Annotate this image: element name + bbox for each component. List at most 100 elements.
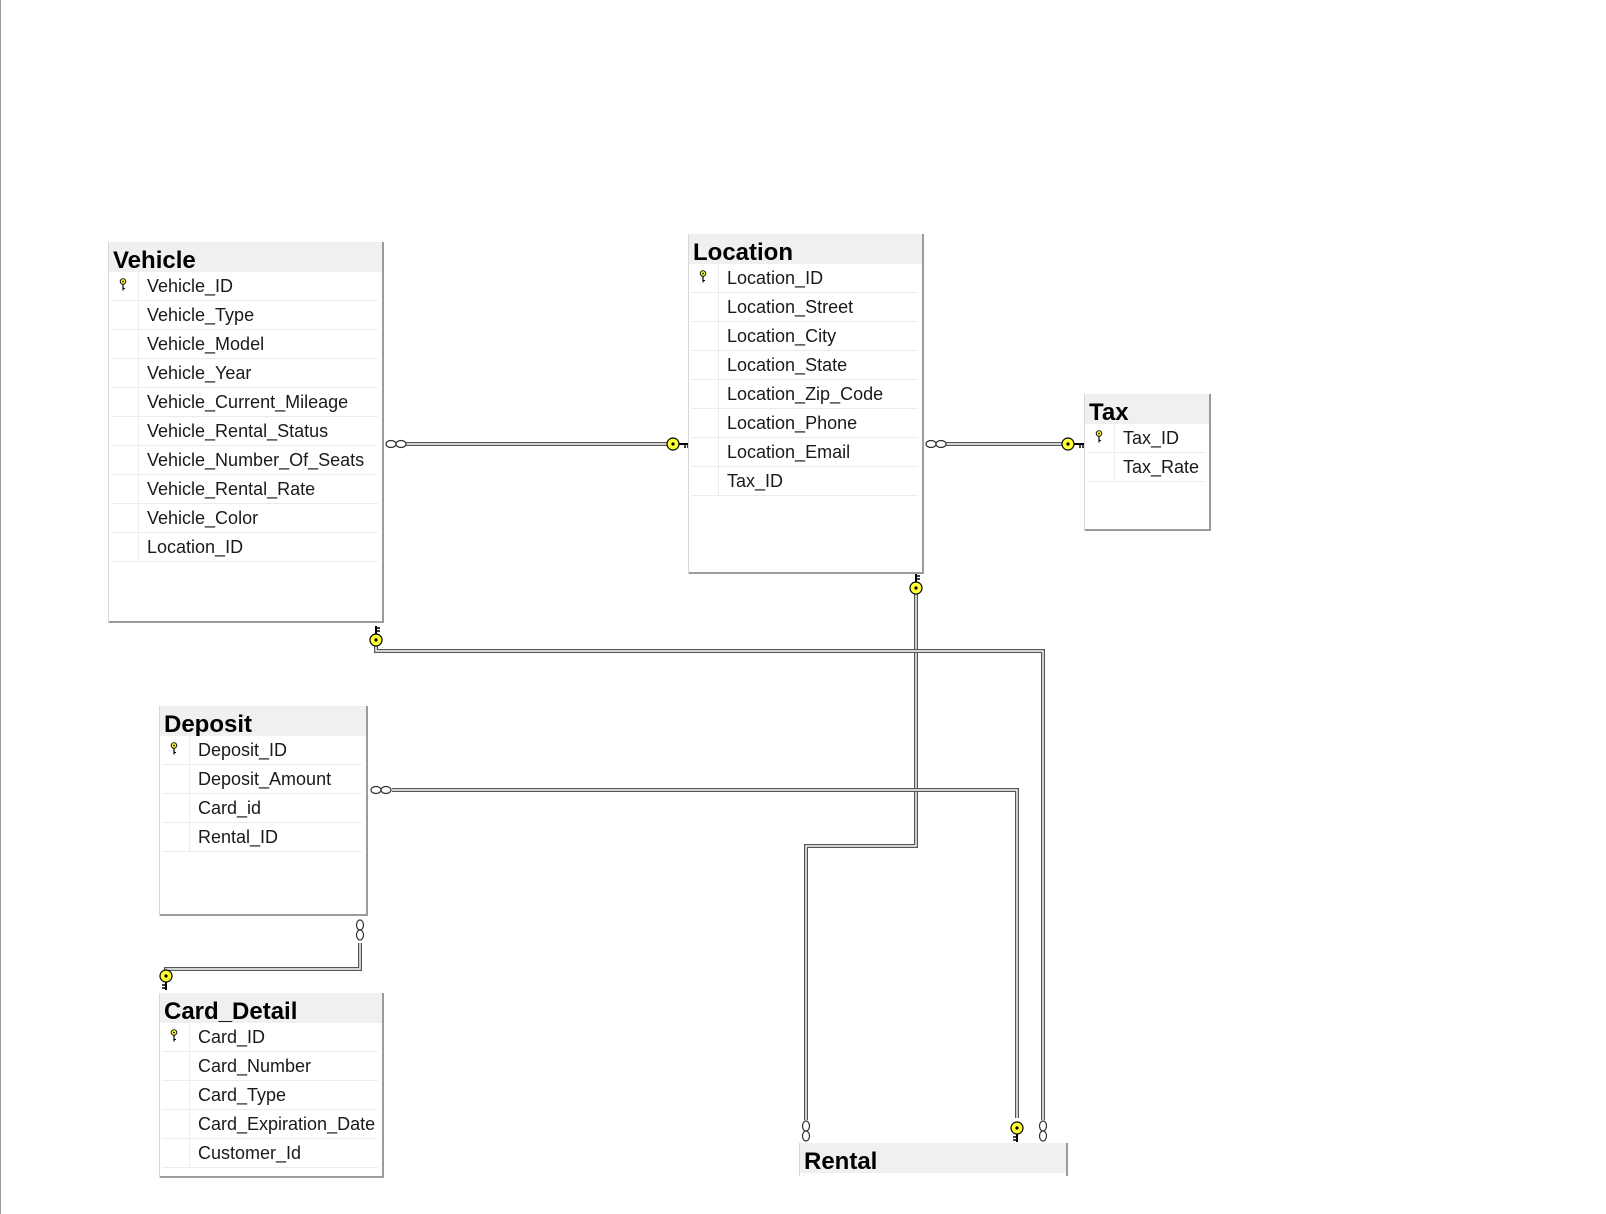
row-selector (691, 322, 719, 350)
primary-key-icon (1095, 430, 1103, 443)
row-selector (111, 417, 139, 445)
column-row[interactable]: Card_Expiration_Date (162, 1110, 378, 1139)
row-selector (691, 380, 719, 408)
column-row[interactable]: Vehicle_Number_Of_Seats (111, 446, 378, 475)
relationship-location-tax[interactable] (925, 437, 1084, 451)
infinity-icon (1038, 1120, 1048, 1142)
row-selector (111, 446, 139, 474)
row-selector (1087, 453, 1115, 481)
column-row[interactable]: Location_Phone (691, 409, 918, 438)
column-row[interactable]: Location_Email (691, 438, 918, 467)
column-name: Card_Type (198, 1085, 287, 1105)
column-name: Vehicle_Rental_Status (147, 421, 329, 441)
column-row[interactable]: Location_ID (111, 533, 378, 562)
row-selector (162, 1139, 190, 1167)
key-icon (369, 626, 383, 647)
column-name: Vehicle_Current_Mileage (147, 392, 349, 412)
column-name: Location_Phone (727, 413, 858, 433)
key-icon (1061, 437, 1084, 451)
row-selector (162, 1023, 190, 1051)
column-row[interactable]: Location_State (691, 351, 918, 380)
table-title[interactable]: Vehicle (109, 242, 382, 272)
key-icon (1010, 1121, 1024, 1142)
row-selector (691, 264, 719, 292)
canvas-left-border (0, 0, 1, 1214)
row-selector (691, 467, 719, 495)
column-row[interactable]: Vehicle_Current_Mileage (111, 388, 378, 417)
column-row[interactable]: Tax_Rate (1087, 453, 1205, 482)
column-name: Tax_ID (727, 471, 784, 491)
row-selector (111, 504, 139, 532)
column-row[interactable]: Card_id (162, 794, 362, 823)
column-name: Card_ID (198, 1027, 266, 1047)
column-row[interactable]: Location_City (691, 322, 918, 351)
row-selector (162, 765, 190, 793)
row-selector (691, 293, 719, 321)
key-icon (909, 574, 923, 595)
column-name: Tax_ID (1123, 428, 1180, 448)
key-icon (159, 969, 173, 990)
row-selector (162, 794, 190, 822)
column-row[interactable]: Customer_Id (162, 1139, 378, 1168)
infinity-icon (925, 439, 947, 449)
column-name: Deposit_ID (198, 740, 288, 760)
row-selector (111, 301, 139, 329)
table-title[interactable]: Location (689, 234, 922, 264)
column-name: Vehicle_ID (147, 276, 234, 296)
column-row[interactable]: Vehicle_Model (111, 330, 378, 359)
column-name: Deposit_Amount (198, 769, 332, 789)
table-title[interactable]: Deposit (160, 706, 366, 736)
table-title[interactable]: Tax (1085, 394, 1209, 424)
column-name: Vehicle_Rental_Rate (147, 479, 316, 499)
primary-key-icon (170, 742, 178, 755)
relationship-rental-vehicle[interactable] (369, 626, 1048, 1142)
row-selector (111, 330, 139, 358)
column-name: Location_Zip_Code (727, 384, 884, 404)
row-selector (111, 475, 139, 503)
row-selector (111, 272, 139, 300)
column-row[interactable]: Location_ID (691, 264, 918, 293)
column-row[interactable]: Card_ID (162, 1023, 378, 1052)
relationship-deposit-card[interactable] (159, 919, 365, 990)
column-row[interactable]: Tax_ID (1087, 424, 1205, 453)
column-row[interactable]: Tax_ID (691, 467, 918, 496)
column-row[interactable]: Vehicle_Type (111, 301, 378, 330)
column-row[interactable]: Rental_ID (162, 823, 362, 852)
column-name: Card_id (198, 798, 262, 818)
primary-key-icon (170, 1029, 178, 1042)
infinity-icon (385, 439, 407, 449)
column-name: Location_City (727, 326, 837, 346)
row-selector (111, 359, 139, 387)
row-selector (111, 533, 139, 561)
column-row[interactable]: Deposit_ID (162, 736, 362, 765)
column-name: Vehicle_Model (147, 334, 265, 354)
column-name: Location_Email (727, 442, 851, 462)
column-row[interactable]: Location_Zip_Code (691, 380, 918, 409)
column-row[interactable]: Card_Number (162, 1052, 378, 1081)
column-name: Location_Street (727, 297, 854, 317)
column-name: Vehicle_Color (147, 508, 259, 528)
table-title[interactable]: Rental (800, 1143, 1066, 1173)
column-row[interactable]: Vehicle_Color (111, 504, 378, 533)
row-selector (691, 351, 719, 379)
column-row[interactable]: Location_Street (691, 293, 918, 322)
column-row[interactable]: Vehicle_Rental_Rate (111, 475, 378, 504)
infinity-icon (370, 785, 392, 795)
relationship-rental-location[interactable] (801, 574, 923, 1142)
table-rental[interactable]: Rental (800, 1143, 1068, 1176)
column-row[interactable]: Vehicle_ID (111, 272, 378, 301)
column-row[interactable]: Vehicle_Year (111, 359, 378, 388)
column-row[interactable]: Vehicle_Rental_Status (111, 417, 378, 446)
relationship-vehicle-location[interactable] (385, 437, 689, 451)
column-name: Card_Number (198, 1056, 312, 1076)
table-title[interactable]: Card_Detail (160, 993, 382, 1023)
column-row[interactable]: Card_Type (162, 1081, 378, 1110)
row-selector (162, 1110, 190, 1138)
column-row[interactable]: Deposit_Amount (162, 765, 362, 794)
relationship-deposit-rental[interactable] (370, 785, 1024, 1143)
